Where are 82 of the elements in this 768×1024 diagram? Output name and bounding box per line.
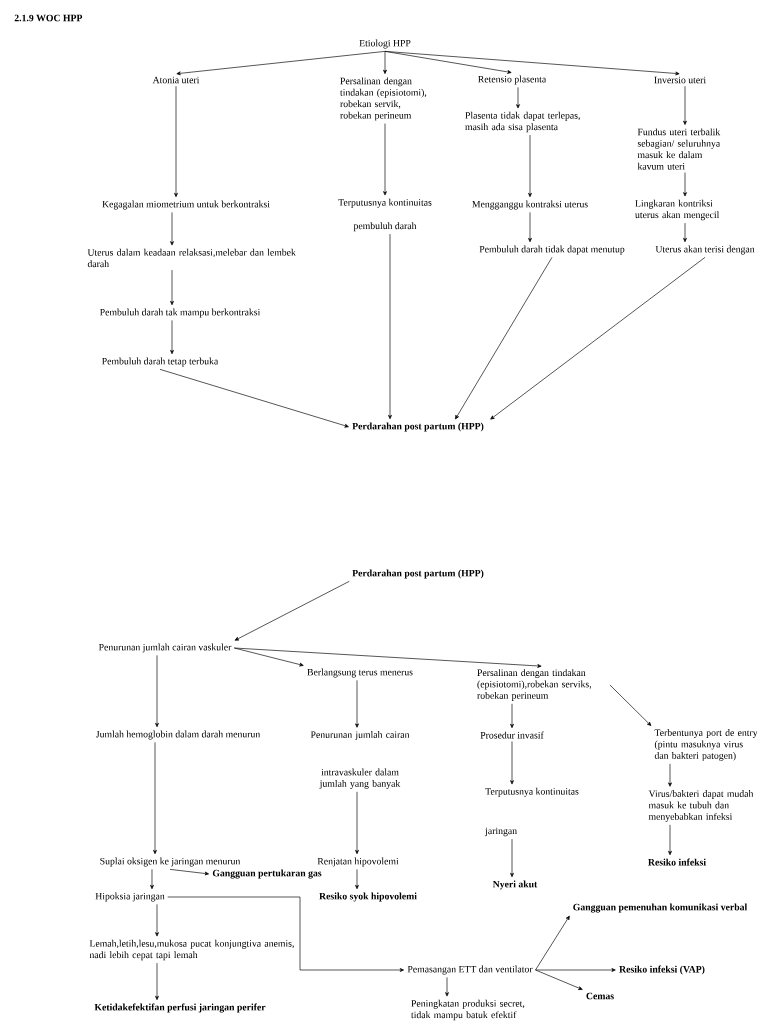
arrow (388, 233, 392, 420)
flow-text: Terputusnya kontinuitas pembuluh darah (338, 198, 432, 232)
flow-text: Terputusnya kontinuitas jaringan (484, 787, 579, 837)
flow-text: Pembuluh darah tak mampu berkontraksi (100, 308, 261, 318)
arrow (169, 869, 209, 876)
flow-text: Mengganggu kontraksi uterus (472, 200, 588, 210)
arrow (355, 791, 359, 855)
arrow (510, 741, 514, 785)
diagnosis-text: Cemas (586, 992, 614, 1000)
flow-text: Plasenta tidak dapat terlepas, masih ada sisa plasenta (465, 111, 580, 133)
arrow (383, 123, 387, 196)
flow-text: Virus/bakteri dapat mudah masuk ke tubuh dan menyebabkan infeksi (648, 790, 754, 822)
flow-text: Suplai oksigen ke jaringan menurun (100, 857, 241, 867)
arrow (170, 320, 174, 355)
arrow (455, 257, 553, 420)
arrow (535, 915, 570, 971)
flow-text: Renjatan hipovolemi (317, 857, 399, 867)
arrow (683, 85, 687, 125)
arrow (170, 269, 174, 306)
arrow (683, 222, 687, 243)
arrow (355, 869, 359, 890)
arrow (153, 742, 157, 855)
arrow (510, 703, 514, 729)
flow-text: Retensio plasenta (478, 75, 547, 85)
arrow (510, 838, 514, 878)
flow-text: Uterus akan terisi dengan (655, 245, 755, 255)
arrow (170, 212, 174, 246)
arrow (668, 824, 672, 856)
arrow (528, 212, 532, 243)
arrow (155, 655, 159, 728)
flow-text: Pembuluh darah tidak dapat menutup (479, 245, 625, 255)
arrow (167, 896, 404, 972)
arrow (150, 869, 154, 890)
flow-text: Berlangsung terus menerus (307, 668, 413, 678)
arrow (668, 763, 672, 787)
diagnosis-text: Gangguan pemenuhan komunikasi verbal (573, 903, 748, 913)
arrow (516, 87, 520, 109)
flow-text: Penurunan jumlah cairan intravaskuler dalam jumlah yang banyak (310, 731, 410, 789)
flow-text: Lemah,letih,lesu,mukosa pucat konjungtiva anemis, nadi lebih cepat tapi lemah (89, 939, 294, 961)
arrow (159, 369, 349, 428)
flow-text: Persalinan dengan tindakan (episiotomi), robekan servik, robekan perineum (340, 77, 427, 121)
flow-text: Kegagalan miometrium untuk berkontraksi (102, 200, 270, 210)
flow-text: Pembuluh darah tetap terbuka (102, 357, 219, 367)
arrow (383, 51, 387, 74)
flow-text: Penurunan jumlah cairan vaskuler (98, 643, 232, 653)
diagnosis-text: Resiko syok hipovolemi (319, 892, 417, 902)
flow-text: Terbentunya port de entry (pintu masuknya virus dan bakteri patogen) (654, 729, 758, 761)
flow-text: Hipoksia jaringan (95, 892, 165, 902)
flow-text: Pemasangan ETT dan ventilator (407, 965, 533, 975)
diagnosis-text: Gangguan pertukaran gas (212, 869, 322, 879)
diagnosis-text: Resiko infeksi (VAP) (619, 965, 705, 975)
arrow (155, 962, 159, 1001)
diagnosis-text: Ketidakefektifan perfusi jaringan perifer (94, 1003, 266, 1013)
arrow (490, 257, 706, 420)
arrow (155, 904, 159, 937)
arrow (384, 51, 680, 76)
arrow (174, 85, 178, 198)
arrow (234, 581, 350, 641)
arrow (176, 51, 386, 76)
flow-text: Persalinan dengan tindakan (episiotomi),robekan serviks, robekan perineum (477, 669, 591, 701)
diagnosis-text: Resiko infeksi (648, 858, 706, 866)
diagnosis-text: Nyeri akut (492, 880, 538, 890)
arrow (233, 647, 542, 668)
flow-text: Lingkaran kontriksi uterus akan mengecil (635, 199, 720, 221)
flow-text: Prosedur invasif (480, 731, 544, 739)
flow-text: Uterus dalam keadaan relaksasi,melebar dan lembek darah (87, 248, 296, 268)
flow-text: Jumlah hemoglobin dalam darah menurun (96, 730, 261, 740)
flow-text: Atonia uteri (152, 76, 200, 84)
flow-text: Inversio uteri (654, 76, 706, 84)
diagnosis-text: Perdarahan post partum (HPP) (352, 569, 484, 579)
flow-text: Peningkatan produksi secret, tidak mampu batuk efektif (411, 999, 525, 1021)
flow-text: Etiologi HPP (359, 39, 411, 49)
arrow (528, 134, 532, 198)
arrow (535, 969, 583, 990)
arrow (445, 977, 449, 997)
heading: 2.1.9 WOC HPP (14, 14, 83, 22)
diagnosis-text: Perdarahan post partum (HPP) (352, 422, 484, 432)
arrow (355, 680, 359, 728)
arrow (683, 172, 687, 197)
arrow (609, 684, 652, 726)
arrow (535, 968, 616, 972)
flow-text: Fundus uteri terbalik sebagian/ seluruhnya masuk ke dalam kavum uteri (637, 128, 721, 170)
